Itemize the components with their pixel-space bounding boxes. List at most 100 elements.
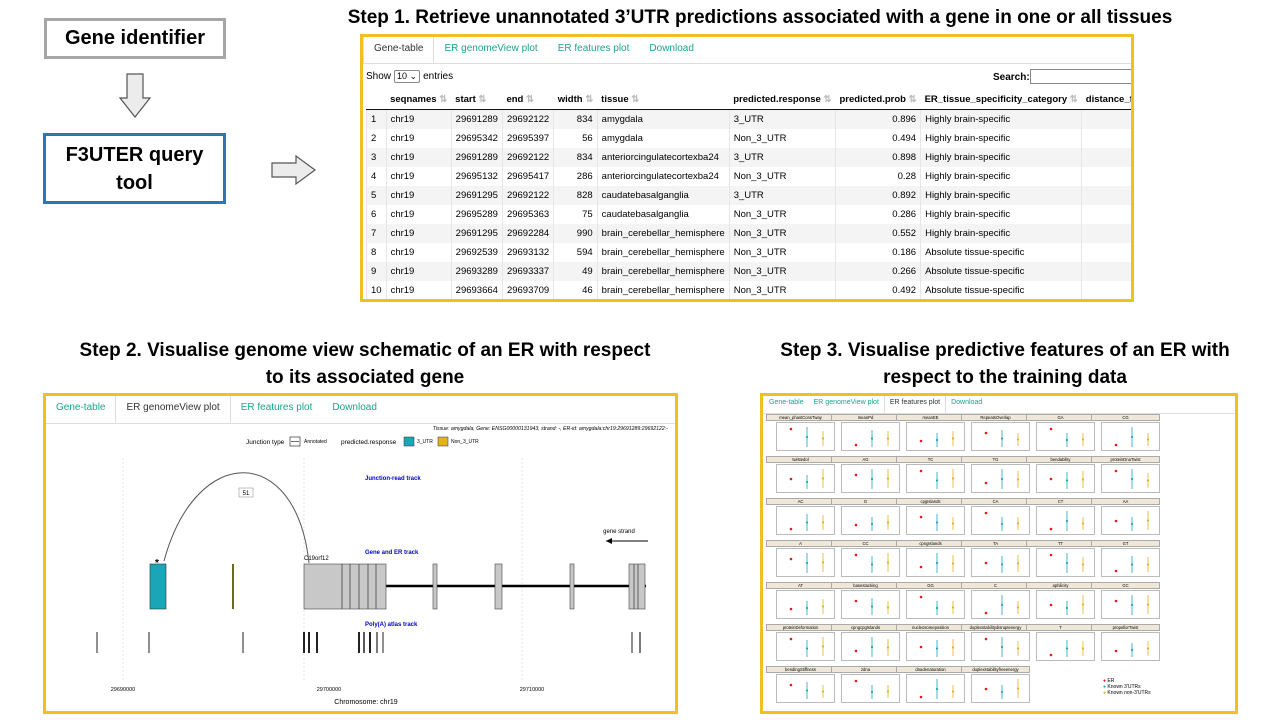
col-predicted-response[interactable]: predicted.response ⇅ xyxy=(729,90,836,110)
feature-plot-body xyxy=(776,590,835,619)
feature-plot: bendability xyxy=(1026,456,1095,493)
table-cell: chr19 xyxy=(385,224,452,243)
feature-plot-body xyxy=(1036,464,1095,493)
feature-plot-body xyxy=(1101,422,1160,451)
tab-gene-table[interactable]: Gene-table xyxy=(769,399,804,406)
known-non3utr-point xyxy=(951,562,955,565)
er-point xyxy=(1049,553,1053,557)
known-3utr-point xyxy=(1130,603,1134,607)
table-cell: 0.552 xyxy=(834,224,921,243)
tab-download[interactable]: Download xyxy=(649,43,694,54)
table-cell: brain_cerebellar_hemisphere xyxy=(596,224,730,243)
feature-plot-body xyxy=(841,548,900,577)
tab-er-genomeview[interactable]: ER genomeView plot xyxy=(813,399,879,406)
feature-plot-body xyxy=(841,590,900,619)
col-index[interactable] xyxy=(366,90,387,110)
er-star: * xyxy=(155,558,159,569)
known-3utr-point xyxy=(935,479,939,482)
step2-title-line2: to its associated gene xyxy=(265,367,465,388)
er-point xyxy=(984,511,988,515)
feature-plot-body xyxy=(1101,464,1160,493)
known-non3utr-point xyxy=(1081,647,1085,650)
down-arrow-icon xyxy=(118,73,152,118)
feature-plot-marks xyxy=(1114,427,1150,447)
table-cell: 29693337 xyxy=(501,262,554,281)
known-3utr-point xyxy=(1000,603,1004,607)
feature-plot-body xyxy=(971,422,1030,451)
known-3utr-point xyxy=(935,438,939,442)
known-3utr-point xyxy=(1065,606,1069,610)
gene-name: C19orf12 xyxy=(304,556,329,562)
feature-plot: mean_phastConsTway xyxy=(766,414,835,451)
gene-exon xyxy=(494,563,503,610)
known-non3utr-point xyxy=(886,646,890,649)
tab-er-features[interactable]: ER features plot xyxy=(240,402,313,413)
feature-plot-body xyxy=(971,506,1030,535)
feature-plot-body xyxy=(776,548,835,577)
er-non3utr-block[interactable] xyxy=(232,564,234,609)
tab-er-genomeview[interactable]: ER genomeView plot xyxy=(115,396,231,423)
table-cell: 29692122 xyxy=(501,148,554,167)
known-non3utr-point xyxy=(1016,438,1020,441)
tab-gene-table[interactable]: Gene-table xyxy=(56,402,106,413)
feature-plot-title: TA xyxy=(961,540,1030,547)
table-cell: Non_3_UTR xyxy=(728,129,836,148)
col-specificity-label: ER_tissue_specificity_category xyxy=(924,94,1068,105)
tab-er-genomeview[interactable]: ER genomeView plot xyxy=(444,43,538,54)
table-cell: Non_3_UTR xyxy=(728,167,836,186)
page-size-select[interactable]: 10 ⌄ xyxy=(394,70,421,83)
col-tissue[interactable]: tissue ⇅ xyxy=(597,90,730,110)
col-width[interactable]: width ⇅ xyxy=(553,90,598,110)
right-arrow-icon xyxy=(271,154,317,186)
known-non3utr-point xyxy=(886,521,890,524)
feature-plot-body xyxy=(776,632,835,661)
known-non3utr-point xyxy=(951,477,955,480)
col-predicted-prob[interactable]: predicted.prob ⇅ xyxy=(835,90,921,110)
gene-track-title: Gene and ER track xyxy=(365,550,419,556)
table-cell: 29695363 xyxy=(501,205,554,224)
tab-er-features[interactable]: ER features plot xyxy=(883,396,947,413)
search-input[interactable] xyxy=(1030,69,1131,84)
feature-plot: RepeatsOverlap xyxy=(961,414,1030,451)
feature-plot-title: nucleosomeposition xyxy=(896,624,965,631)
tab-er-features[interactable]: ER features plot xyxy=(557,43,630,54)
er-3utr-block[interactable] xyxy=(149,563,167,610)
col-distance[interactable]: distance_from_geneEnd xyxy=(1081,90,1131,110)
feature-plot-marks xyxy=(789,637,825,657)
table-cell: 9 xyxy=(366,262,387,281)
table-cell: 29692539 xyxy=(450,243,503,262)
gene-exon xyxy=(569,563,575,610)
features-panel: Gene-table ER genomeView plot ER feature… xyxy=(760,393,1238,714)
feature-plot: cpngIslands xyxy=(896,540,965,577)
feature-plot-marks xyxy=(984,679,1020,699)
table-cell: amygdala xyxy=(596,129,730,148)
known-non3utr-point xyxy=(886,477,890,480)
col-seqnames[interactable]: seqnames ⇅ xyxy=(386,90,452,110)
col-end[interactable]: end ⇅ xyxy=(502,90,554,110)
table-cell: chr19 xyxy=(385,109,452,129)
table-cell: 0.494 xyxy=(834,129,921,148)
col-start[interactable]: start ⇅ xyxy=(451,90,503,110)
feature-plot: AT xyxy=(766,582,835,619)
feature-plot: CA xyxy=(961,498,1030,535)
tab-download[interactable]: Download xyxy=(951,399,983,406)
known-non3utr-point xyxy=(1081,563,1085,566)
tab-download[interactable]: Download xyxy=(332,402,377,413)
feature-plot-marks xyxy=(854,679,890,699)
feature-plot-body xyxy=(971,632,1030,661)
er-point xyxy=(984,431,988,435)
feature-plot-body xyxy=(906,674,965,703)
col-specificity[interactable]: ER_tissue_specificity_category ⇅ xyxy=(920,90,1082,110)
tab-gene-table[interactable]: Gene-table xyxy=(363,37,435,63)
known-3utr-point xyxy=(935,521,939,524)
